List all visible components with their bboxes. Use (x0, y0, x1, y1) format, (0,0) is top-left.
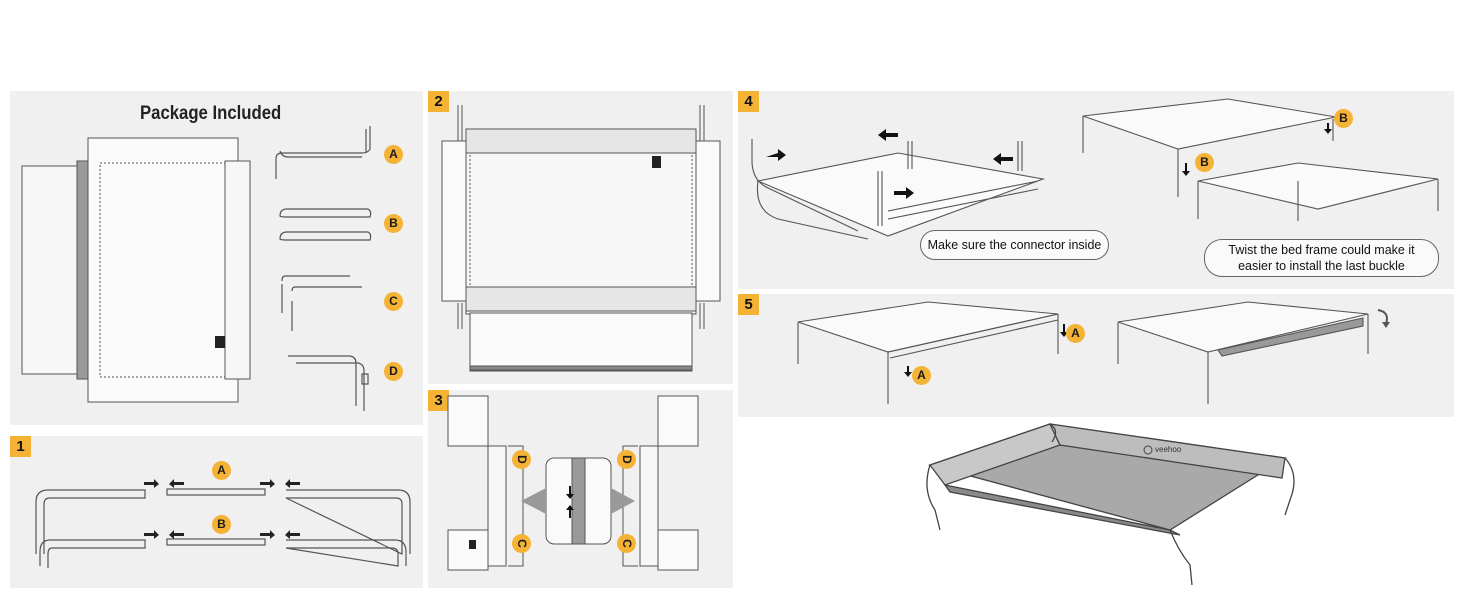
step2-panel: 2 (428, 91, 733, 384)
step1-illustration (35, 479, 411, 568)
step4-illustration (751, 98, 1439, 240)
step4-badge-b-mid: B (1195, 153, 1214, 172)
arrow-icon (566, 486, 574, 499)
step5-panel: 5 (738, 294, 1454, 417)
brand-logo-icon (215, 336, 225, 348)
twist-note-line1: Twist the bed frame could make it (1228, 243, 1415, 257)
step1-panel: 1 (10, 436, 423, 588)
arrow-icon (894, 187, 914, 199)
step4-number: 4 (738, 91, 759, 112)
twist-note-line2: easier to install the last buckle (1238, 258, 1405, 273)
part-badge-a: A (384, 145, 403, 164)
step4-panel: 4 Make sure the connector inside Twist (738, 91, 1454, 289)
step2-illustration (441, 105, 721, 372)
step1-badge-a: A (212, 461, 231, 480)
arrow-icon (169, 479, 184, 488)
arrow-icon (169, 530, 184, 539)
package-illustration (21, 126, 372, 411)
step1-number: 1 (10, 436, 31, 457)
step5-badge-a-left: A (912, 366, 931, 385)
step3-number: 3 (428, 390, 449, 411)
arrow-icon (766, 149, 786, 161)
arrow-icon (285, 479, 300, 488)
step3-illustration (447, 395, 699, 571)
arrow-icon (1182, 163, 1190, 176)
brand-logo-icon (1143, 445, 1153, 455)
step5-illustration (797, 301, 1390, 404)
arrow-icon (144, 479, 159, 488)
part-badge-b: B (384, 214, 403, 233)
step3-badge-d-left: D (512, 450, 531, 469)
step2-number: 2 (428, 91, 449, 112)
step1-badge-b: B (212, 515, 231, 534)
rotate-arrow-icon (1377, 309, 1388, 325)
twist-note: Twist the bed frame could make it easier… (1204, 239, 1439, 277)
step3-badge-d-right: D (617, 450, 636, 469)
arrow-icon (260, 530, 275, 539)
arrow-icon (285, 530, 300, 539)
step3-badge-c-left: C (512, 534, 531, 553)
step4-badge-b-top: B (1334, 109, 1353, 128)
brand-logo-icon (469, 540, 476, 549)
arrow-icon (1324, 123, 1332, 134)
part-badge-c: C (384, 292, 403, 311)
arrow-icon (260, 479, 275, 488)
arrow-icon (566, 505, 574, 518)
arrow-icon (993, 153, 1013, 165)
brand-name: veehoo (1155, 445, 1182, 454)
arrow-icon (904, 366, 912, 377)
brand-logo-icon (652, 156, 661, 168)
package-panel: Package Included (10, 91, 423, 425)
step3-panel: 3 (428, 390, 733, 588)
part-badge-d: D (384, 362, 403, 381)
arrow-icon (144, 530, 159, 539)
step3-badge-c-right: C (617, 534, 636, 553)
package-title: Package Included (140, 103, 282, 124)
connector-note: Make sure the connector inside (920, 230, 1109, 260)
step5-number: 5 (738, 294, 759, 315)
step5-badge-a-right: A (1066, 324, 1085, 343)
arrow-icon (878, 129, 898, 141)
